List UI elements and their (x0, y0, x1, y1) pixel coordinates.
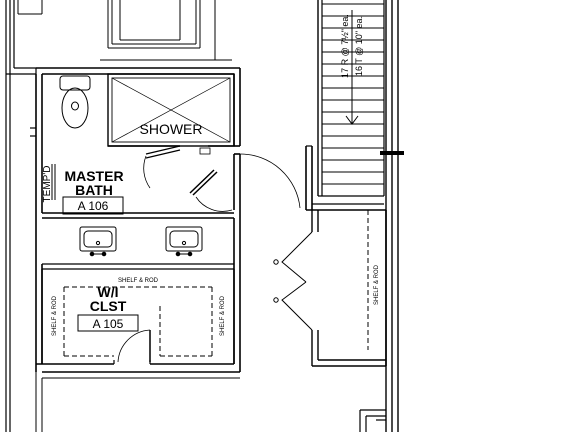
exterior-wall-right (380, 0, 404, 432)
bath-door (189, 153, 301, 212)
shelf-rod-note-right: SHELF & ROD (220, 295, 226, 336)
shelf-rod-note-hall: SHELF & ROD (374, 264, 380, 305)
closet-walls (36, 269, 240, 373)
tempered-glass-partition (51, 164, 56, 200)
master-bath-label-line2: BATH (75, 182, 113, 198)
exterior-wall-left (5, 0, 37, 432)
hall-bifold-doors (273, 231, 313, 331)
sink-right (165, 226, 203, 257)
closet-room-tag: A 105 (93, 317, 124, 331)
stair-treads (322, 3, 384, 185)
shower-label: SHOWER (140, 121, 203, 137)
sink-left (79, 226, 117, 257)
closet-shelves (63, 210, 369, 357)
staircase (317, 0, 385, 197)
closet-label-line1: W/I (98, 284, 119, 300)
stair-risers-note: 17 R @ 7½" ea. (340, 14, 350, 78)
tempered-glass-note: TEMP'D (42, 166, 53, 203)
shelf-rod-note-top: SHELF & ROD (118, 278, 159, 284)
stair-direction-arrow (345, 10, 359, 125)
closet-label-line2: CLST (90, 298, 127, 314)
upper-room-fragment (17, 0, 232, 61)
master-bath-tag-box (62, 196, 124, 215)
vanity-counter (42, 263, 234, 270)
master-bath-label-line1: MASTER (64, 168, 123, 184)
shelf-rod-note-left: SHELF & ROD (52, 295, 58, 336)
lower-right-fragment (359, 409, 386, 432)
closet-door (117, 329, 151, 363)
stair-treads-note: 16 T @ 10" ea. (354, 16, 364, 76)
lower-corridor (35, 372, 240, 432)
closet-tag-box (77, 314, 139, 332)
master-bath-room-tag: A 106 (78, 199, 109, 213)
shower-door (143, 145, 181, 189)
shower-enclosure (107, 73, 235, 155)
toilet (59, 75, 91, 129)
